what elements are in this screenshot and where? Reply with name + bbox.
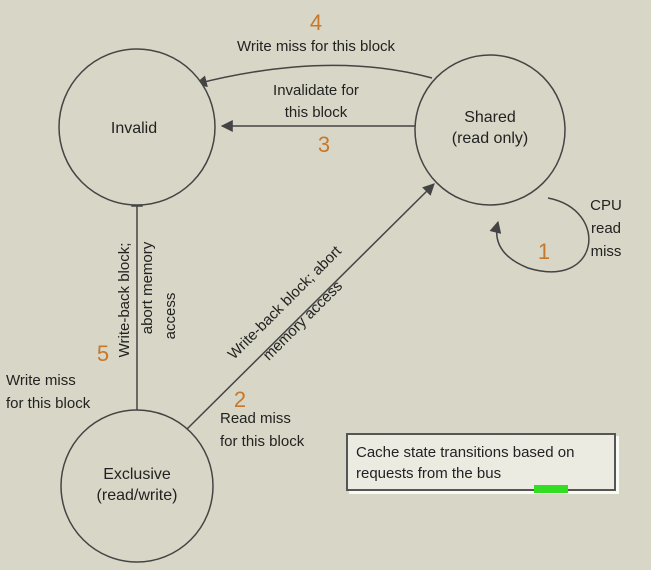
state-exclusive-label-line1: Exclusive: [103, 466, 171, 483]
highlight-bar: [534, 485, 568, 493]
transition-3-number: 3: [318, 132, 330, 157]
transition-1-number: 1: [538, 239, 550, 264]
transition-5-label-line1: Write miss: [6, 372, 76, 389]
transition-4-label: Write miss for this block: [237, 38, 396, 55]
transition-5-number: 5: [97, 341, 109, 366]
edge-shared-self-loop: [489, 197, 590, 273]
state-shared-label-line2: (read only): [452, 130, 528, 147]
state-invalid-label: Invalid: [111, 120, 157, 137]
transition-5-action-line1: Write-back block;: [116, 243, 133, 358]
caption-text: Cache state transitions based on request…: [356, 444, 575, 482]
edge-exclusive-to-shared: [185, 183, 435, 431]
transition-5-action-line2: abort memory: [139, 241, 156, 334]
state-invalid-circle: [58, 48, 216, 206]
caption-box: Cache state transitions based on request…: [346, 433, 616, 493]
transition-2-label-line2: for this block: [220, 433, 305, 450]
transition-3-label-line1: Invalidate for: [273, 82, 359, 99]
transition-3-label-line2: this block: [285, 104, 348, 121]
transition-2-number: 2: [234, 387, 246, 412]
transition-2-label-line1: Read miss: [220, 410, 291, 427]
transition-1-label-line3: miss: [591, 243, 622, 260]
state-exclusive-label-line2: (read/write): [97, 487, 178, 504]
transition-1-label-line2: read: [591, 220, 621, 237]
transition-1-label-line1: CPU: [590, 197, 622, 214]
state-shared-circle: [414, 54, 566, 206]
edge-shared-to-invalid-write-miss: [194, 64, 433, 88]
transition-5-label-line2: for this block: [6, 395, 91, 412]
state-shared-label-line1: Shared: [464, 109, 516, 126]
transition-5-action-line3: access: [162, 293, 179, 340]
state-exclusive-circle: [60, 409, 214, 563]
transition-4-number: 4: [310, 10, 322, 35]
